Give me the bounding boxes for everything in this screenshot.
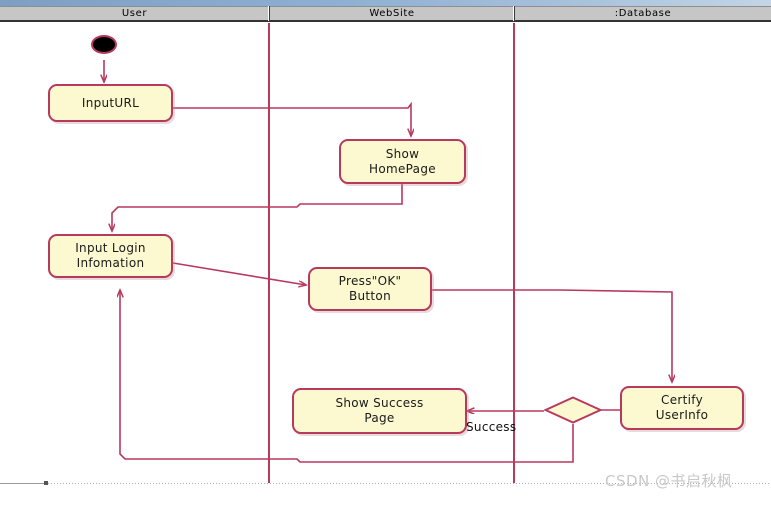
activity-press-ok[interactable]: Press"OK" Button bbox=[308, 267, 432, 311]
swimlane-divider-website-database bbox=[513, 23, 515, 483]
bottom-dotted-rule bbox=[0, 483, 771, 484]
activity-show-homepage-label: Show HomePage bbox=[369, 146, 436, 176]
swimlane-header-user[interactable]: User bbox=[121, 8, 148, 19]
bottom-rule-solid-segment bbox=[0, 483, 46, 484]
activity-show-homepage[interactable]: Show HomePage bbox=[339, 139, 466, 184]
bottom-rule-tick bbox=[44, 481, 48, 485]
csdn-watermark: CSDN @书启秋枫 bbox=[605, 472, 733, 490]
activity-input-login[interactable]: Input Login Infomation bbox=[48, 234, 173, 278]
edge-label-success: Success bbox=[466, 420, 517, 434]
swimlane-header-website[interactable]: WebSite bbox=[369, 8, 415, 19]
swimlane-header-separator-1 bbox=[268, 6, 270, 21]
start-node[interactable] bbox=[91, 35, 117, 54]
edge-show-homepage-to-input-login bbox=[112, 184, 403, 231]
swimlane-header-separator-2 bbox=[513, 6, 515, 21]
activity-show-success-page[interactable]: Show Success Page bbox=[292, 388, 467, 434]
window-title-strip bbox=[0, 0, 771, 6]
edge-input-login-to-press-ok bbox=[172, 262, 306, 285]
swimlane-header-database[interactable]: :Database bbox=[614, 8, 672, 19]
activity-press-ok-label: Press"OK" Button bbox=[338, 274, 402, 303]
activity-certify-userinfo[interactable]: Certify UserInfo bbox=[620, 386, 744, 430]
edge-decision-to-input-login-loop bbox=[120, 290, 574, 463]
swimlane-header-band bbox=[0, 6, 771, 22]
activity-show-success-page-label: Show Success Page bbox=[335, 396, 424, 425]
edge-input-url-to-show-homepage bbox=[173, 101, 411, 136]
activity-input-url[interactable]: InputURL bbox=[48, 84, 173, 122]
decision-diamond[interactable] bbox=[544, 396, 602, 424]
swimlane-divider-user-website bbox=[268, 23, 270, 483]
activity-input-url-label: InputURL bbox=[81, 95, 140, 110]
activity-input-login-label: Input Login Infomation bbox=[75, 241, 146, 270]
activity-certify-userinfo-label: Certify UserInfo bbox=[655, 393, 709, 422]
edge-press-ok-to-certify bbox=[432, 289, 672, 382]
